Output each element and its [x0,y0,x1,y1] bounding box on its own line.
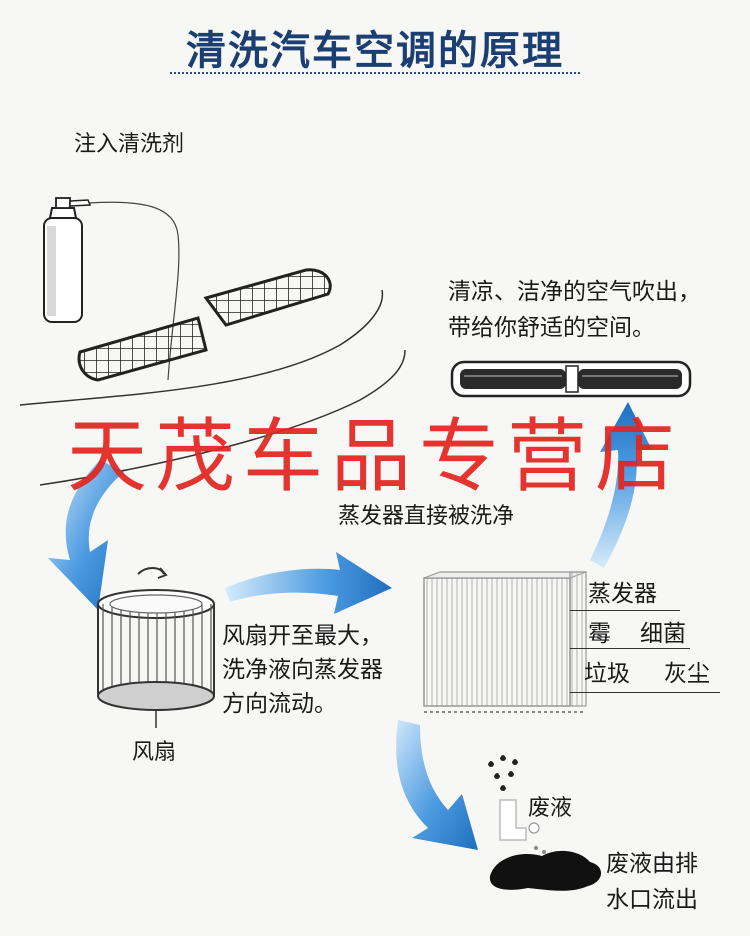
flow-arrow-down-left [48,460,124,610]
fan-description-line2: 洗净液向蒸发器 [222,657,383,683]
shop-watermark: 天茂车品专营店 [67,410,683,503]
page-title: 清洗汽车空调的原理 [186,28,564,74]
evaporator-icon [423,571,587,713]
flow-arrow-right [225,552,392,614]
dust-label: 灰尘 [664,661,710,687]
drain-label-line1: 废液由排 [606,851,698,877]
drops-icon [488,755,518,791]
evaporator-label: 蒸发器 [588,581,657,607]
mold-label: 霉 [588,621,611,647]
drain-pipe [499,799,546,854]
garbage-label: 垃圾 [584,661,630,687]
flow-arrow-up [590,402,652,568]
fan-label: 风扇 [132,740,177,765]
evaporator-cleaned-label: 蒸发器直接被洗净 [338,504,515,529]
fan-icon [97,567,215,728]
vent-grille-icon [77,268,332,382]
puddle-icon [489,850,602,891]
outlet-label-line2: 带给你舒适的空间。 [448,315,655,341]
outlet-label-line1: 清凉、洁净的空气吹出， [448,279,701,305]
waste-label: 废液 [528,796,573,821]
evaporator-legend-line [570,610,680,611]
flow-arrow-down-right [396,720,478,850]
dust-legend-line [570,692,720,693]
bacteria-label: 细菌 [640,621,686,647]
fan-description-line1: 风扇开至最大， [222,623,383,649]
inject-label: 注入清洗剂 [74,132,185,157]
drain-label-line2: 水口流出 [606,887,698,913]
air-outlet-icon [450,360,692,398]
fan-description-line3: 方向流动。 [222,691,337,717]
bacteria-legend-line [570,648,690,649]
title-underline [170,72,580,74]
